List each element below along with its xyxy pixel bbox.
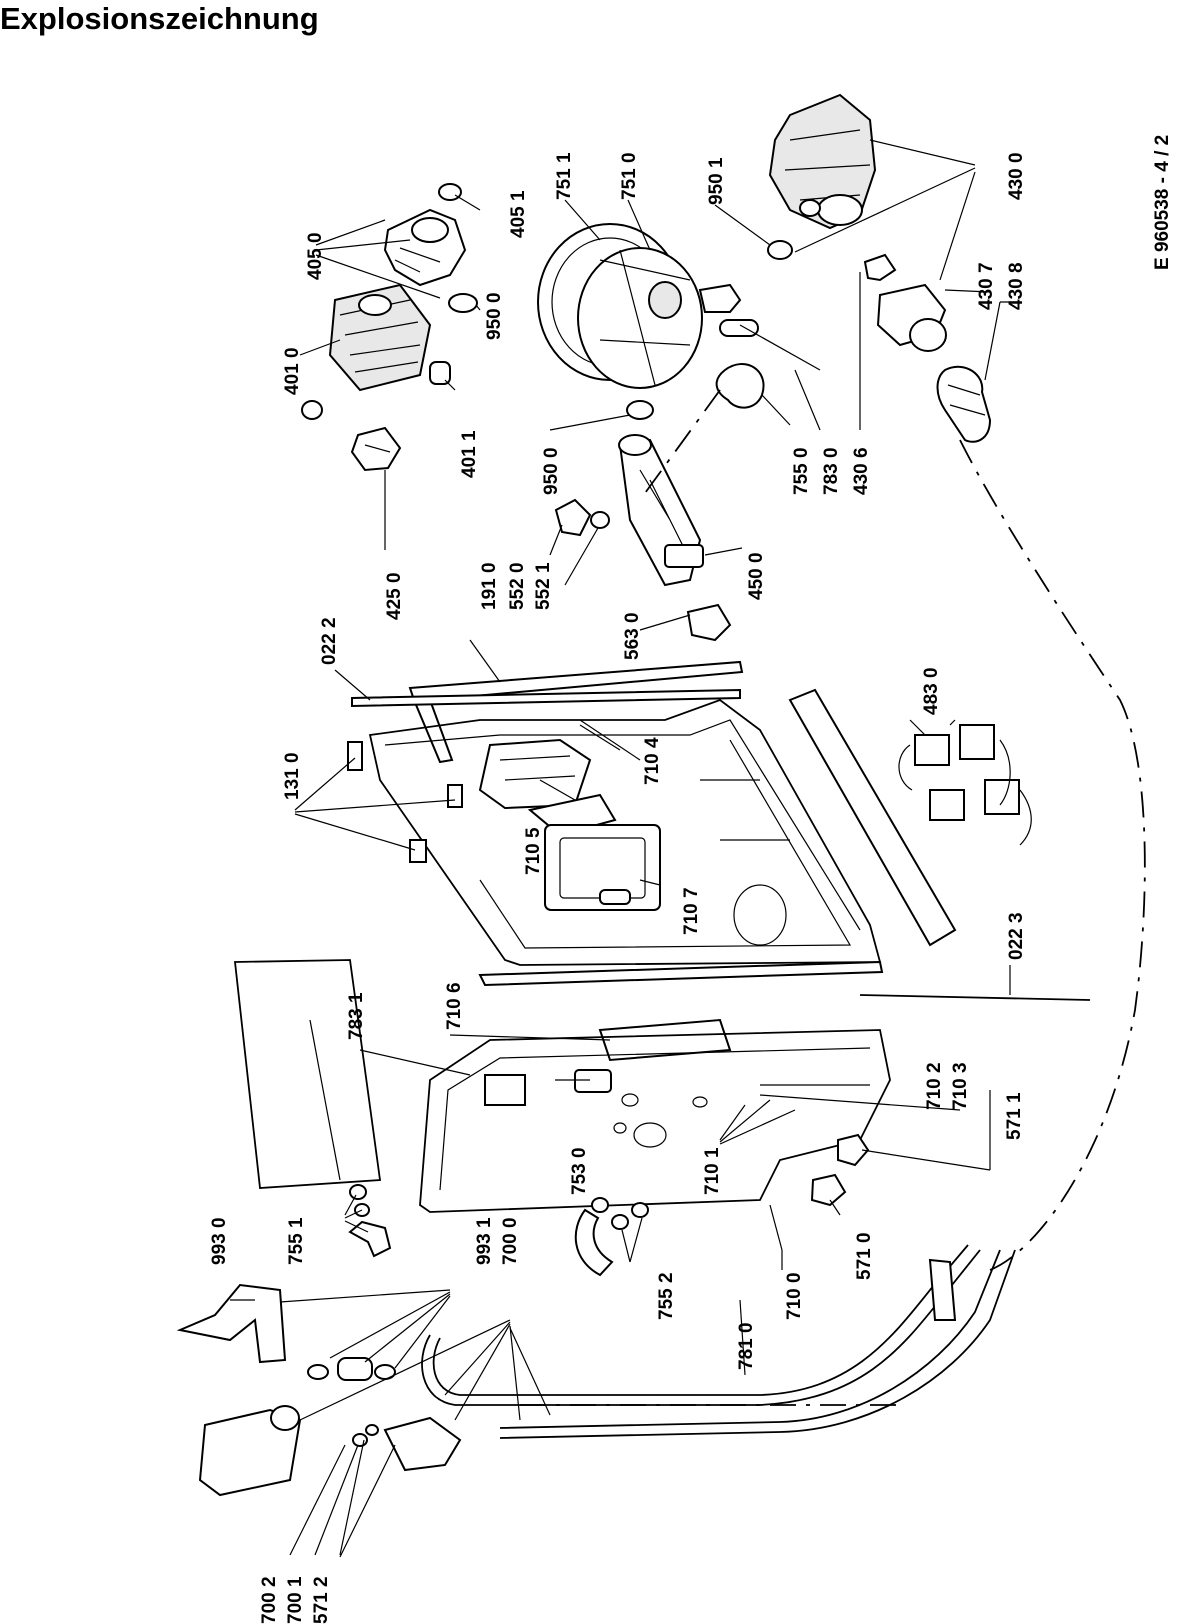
connector-part-4830 <box>898 724 1032 846</box>
part-labels: 405 1 405 0 950 0 401 0 401 1 425 0 751 … <box>209 152 1027 1624</box>
label-710-5: 710 5 <box>523 827 544 875</box>
bracket-part-1310-a <box>347 741 363 771</box>
label-430-7: 430 7 <box>976 262 997 310</box>
seal-part-9500-top <box>448 293 478 313</box>
label-755-0: 755 0 <box>791 447 812 495</box>
label-022-2: 022 2 <box>319 617 340 665</box>
label-993-1: 993 1 <box>474 1217 495 1265</box>
label-753-0: 753 0 <box>569 1147 590 1195</box>
label-950-0-middle: 950 0 <box>541 447 562 495</box>
clip-part-9931 <box>307 1357 396 1381</box>
label-751-1: 751 1 <box>554 152 575 200</box>
seal-part-9500-middle <box>626 400 654 420</box>
bracket-part-1310-b <box>447 784 463 808</box>
motor-block-part <box>328 283 432 392</box>
hose-part-7552 <box>574 1197 649 1277</box>
rod-part-0223 <box>859 994 1091 1001</box>
nozzle-part-5710 <box>810 1173 847 1207</box>
label-700-0: 700 0 <box>500 1217 521 1265</box>
label-430-0: 430 0 <box>1006 152 1027 200</box>
switch-part-5630 <box>686 603 732 642</box>
bean-part-7550 <box>715 363 765 409</box>
label-783-0: 783 0 <box>821 447 842 495</box>
label-191-0: 191 0 <box>479 562 500 610</box>
dispenser-part-7104 <box>478 738 592 810</box>
label-571-0: 571 0 <box>854 1232 875 1280</box>
heater-tube-part <box>618 434 704 587</box>
label-755-1: 755 1 <box>286 1217 307 1265</box>
hose-end-part <box>928 1258 957 1321</box>
label-710-3: 710 3 <box>950 1062 971 1110</box>
bracket-part-9930 <box>176 1283 287 1364</box>
label-710-0: 710 0 <box>784 1272 805 1320</box>
label-483-0: 483 0 <box>921 667 942 715</box>
fitting-part-4307 <box>876 283 947 352</box>
hose-part-7810 <box>421 1244 1016 1439</box>
pump-housing-part <box>383 208 467 287</box>
label-950-1: 950 1 <box>706 157 727 205</box>
ring-part-4051 <box>438 183 462 201</box>
page-title: Explosionszeichnung <box>0 1 319 36</box>
label-552-1: 552 1 <box>533 562 554 610</box>
label-700-1: 700 1 <box>285 1576 306 1624</box>
seal-part-9501 <box>767 240 793 260</box>
tub-frame-part <box>368 698 882 966</box>
strip-part-0222 <box>351 688 741 708</box>
label-783-1: 783 1 <box>346 992 367 1040</box>
label-571-2: 571 2 <box>311 1576 332 1624</box>
hose-connector-part <box>936 365 992 443</box>
label-563-0: 563 0 <box>622 612 643 660</box>
label-571-1: 571 1 <box>1004 1092 1025 1140</box>
assembly-line-heater <box>639 389 721 501</box>
label-450-0: 450 0 <box>746 552 767 600</box>
switch-part-4250 <box>350 426 402 472</box>
control-panel-part-7107 <box>544 824 661 911</box>
label-710-4: 710 4 <box>642 737 663 785</box>
label-401-1: 401 1 <box>459 430 480 478</box>
bracket-part-1310-c <box>409 839 427 863</box>
box-part-7002 <box>198 1405 302 1497</box>
strip-part-0223 <box>788 688 957 947</box>
nozzle-part-5711 <box>837 1133 870 1167</box>
label-755-2: 755 2 <box>656 1272 677 1320</box>
label-950-0-top: 950 0 <box>484 292 505 340</box>
cap-part-small <box>301 400 323 420</box>
impeller-housing-part <box>537 223 759 389</box>
label-430-8: 430 8 <box>1006 262 1027 310</box>
label-710-2: 710 2 <box>924 1062 945 1110</box>
assembly-line-main <box>959 439 1146 1271</box>
bushing-part-4011 <box>429 361 451 385</box>
label-710-6: 710 6 <box>444 982 465 1030</box>
label-401-0: 401 0 <box>282 347 303 395</box>
label-405-1: 405 1 <box>508 190 529 238</box>
label-425-0: 425 0 <box>384 572 405 620</box>
label-710-7: 710 7 <box>681 887 702 935</box>
sensor-part-5520 <box>554 498 610 537</box>
label-700-2: 700 2 <box>259 1576 280 1624</box>
label-430-6: 430 6 <box>851 447 872 495</box>
label-552-0: 552 0 <box>507 562 528 610</box>
label-751-0: 751 0 <box>619 152 640 200</box>
document-code: E 960538 - 4 / 2 <box>1152 135 1173 270</box>
label-993-0: 993 0 <box>209 1217 230 1265</box>
label-405-0: 405 0 <box>305 232 326 280</box>
rail-part-lower <box>478 960 884 987</box>
valve-assembly-part <box>768 93 877 230</box>
label-781-0: 781 0 <box>736 1322 757 1370</box>
valve-part-5712 <box>352 1416 462 1472</box>
label-710-1: 710 1 <box>702 1147 723 1195</box>
part-7106 <box>598 1018 732 1062</box>
label-022-3: 022 3 <box>1006 912 1027 960</box>
label-131-0: 131 0 <box>282 752 303 800</box>
rail-part-1910 <box>408 660 744 764</box>
outer-frame-outline <box>233 959 382 1189</box>
leader-lines <box>230 139 1020 1558</box>
gasket-part-4306 <box>863 253 897 282</box>
